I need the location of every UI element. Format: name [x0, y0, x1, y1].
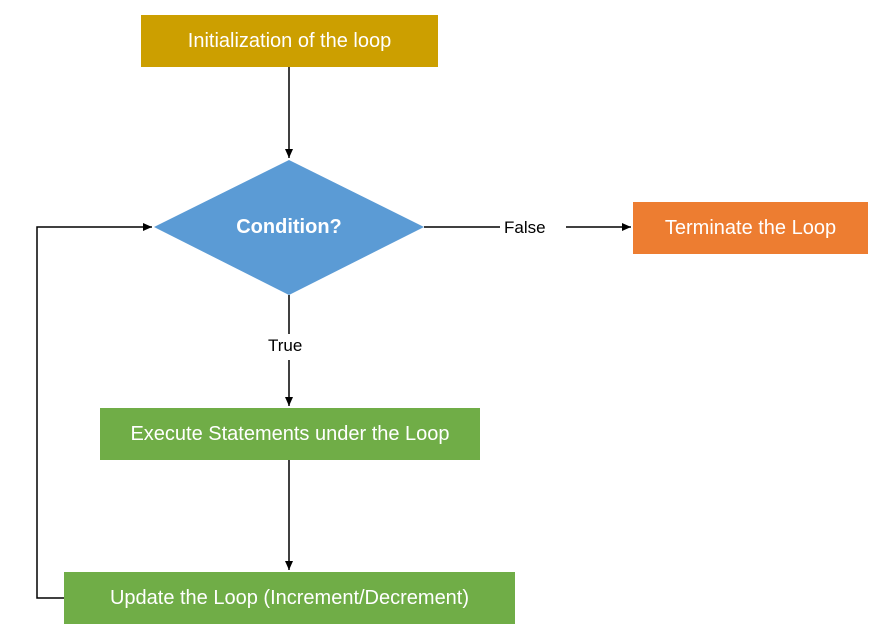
true-edge-label: True [264, 334, 307, 358]
execute-node: Execute Statements under the Loop [100, 408, 480, 460]
init-node: Initialization of the loop [141, 15, 438, 67]
false-edge-label: False [500, 216, 550, 240]
condition-diamond [154, 160, 424, 295]
arrow-update-back-to-condition [36, 223, 152, 599]
condition-label: Condition? [236, 216, 342, 238]
terminate-node: Terminate the Loop [633, 202, 868, 254]
update-node: Update the Loop (Increment/Decrement) [64, 572, 515, 624]
